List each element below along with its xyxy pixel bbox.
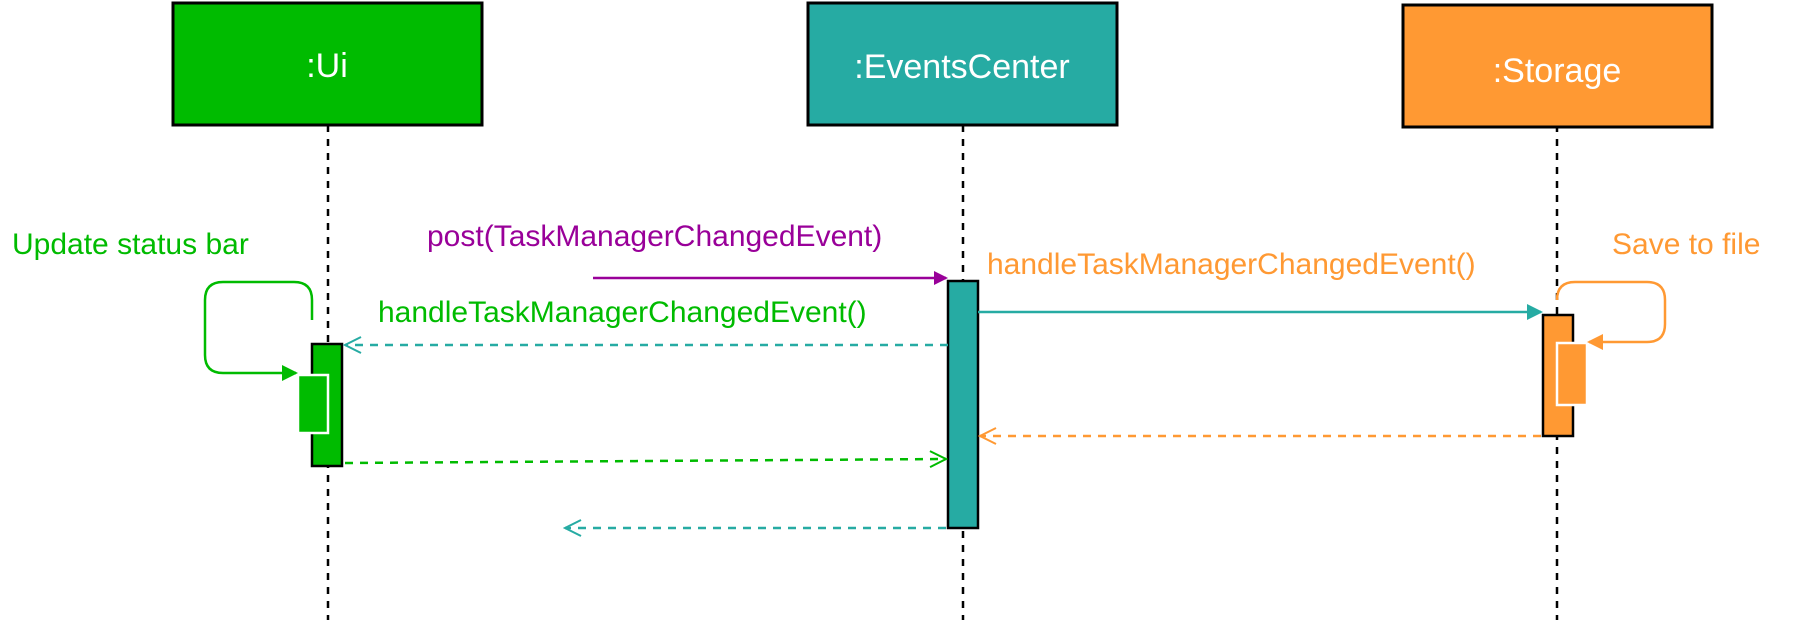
handle-to-storage-label: handleTaskManagerChangedEvent() bbox=[987, 248, 1476, 281]
post-message-label: post(TaskManagerChangedEvent) bbox=[427, 220, 882, 253]
participant-ui-label: :Ui bbox=[306, 47, 348, 85]
participant-events-center: :EventsCenter bbox=[806, 1, 1119, 127]
participant-events-center-label: :EventsCenter bbox=[854, 48, 1069, 86]
participant-storage-label: :Storage bbox=[1493, 52, 1622, 90]
ui-return-arrow bbox=[344, 459, 946, 463]
ui-nested-activation-bar bbox=[296, 373, 330, 435]
events-center-activation-bar bbox=[946, 279, 980, 530]
update-status-bar-label: Update status bar bbox=[12, 228, 249, 261]
storage-nested-activation-bar bbox=[1555, 341, 1589, 407]
update-status-bar-loop bbox=[203, 280, 314, 381]
save-to-file-loop bbox=[1555, 280, 1667, 350]
participant-storage: :Storage bbox=[1401, 3, 1714, 129]
participant-ui: :Ui bbox=[171, 1, 484, 127]
handle-to-ui-label: handleTaskManagerChangedEvent() bbox=[378, 296, 867, 329]
save-to-file-label: Save to file bbox=[1612, 228, 1760, 261]
